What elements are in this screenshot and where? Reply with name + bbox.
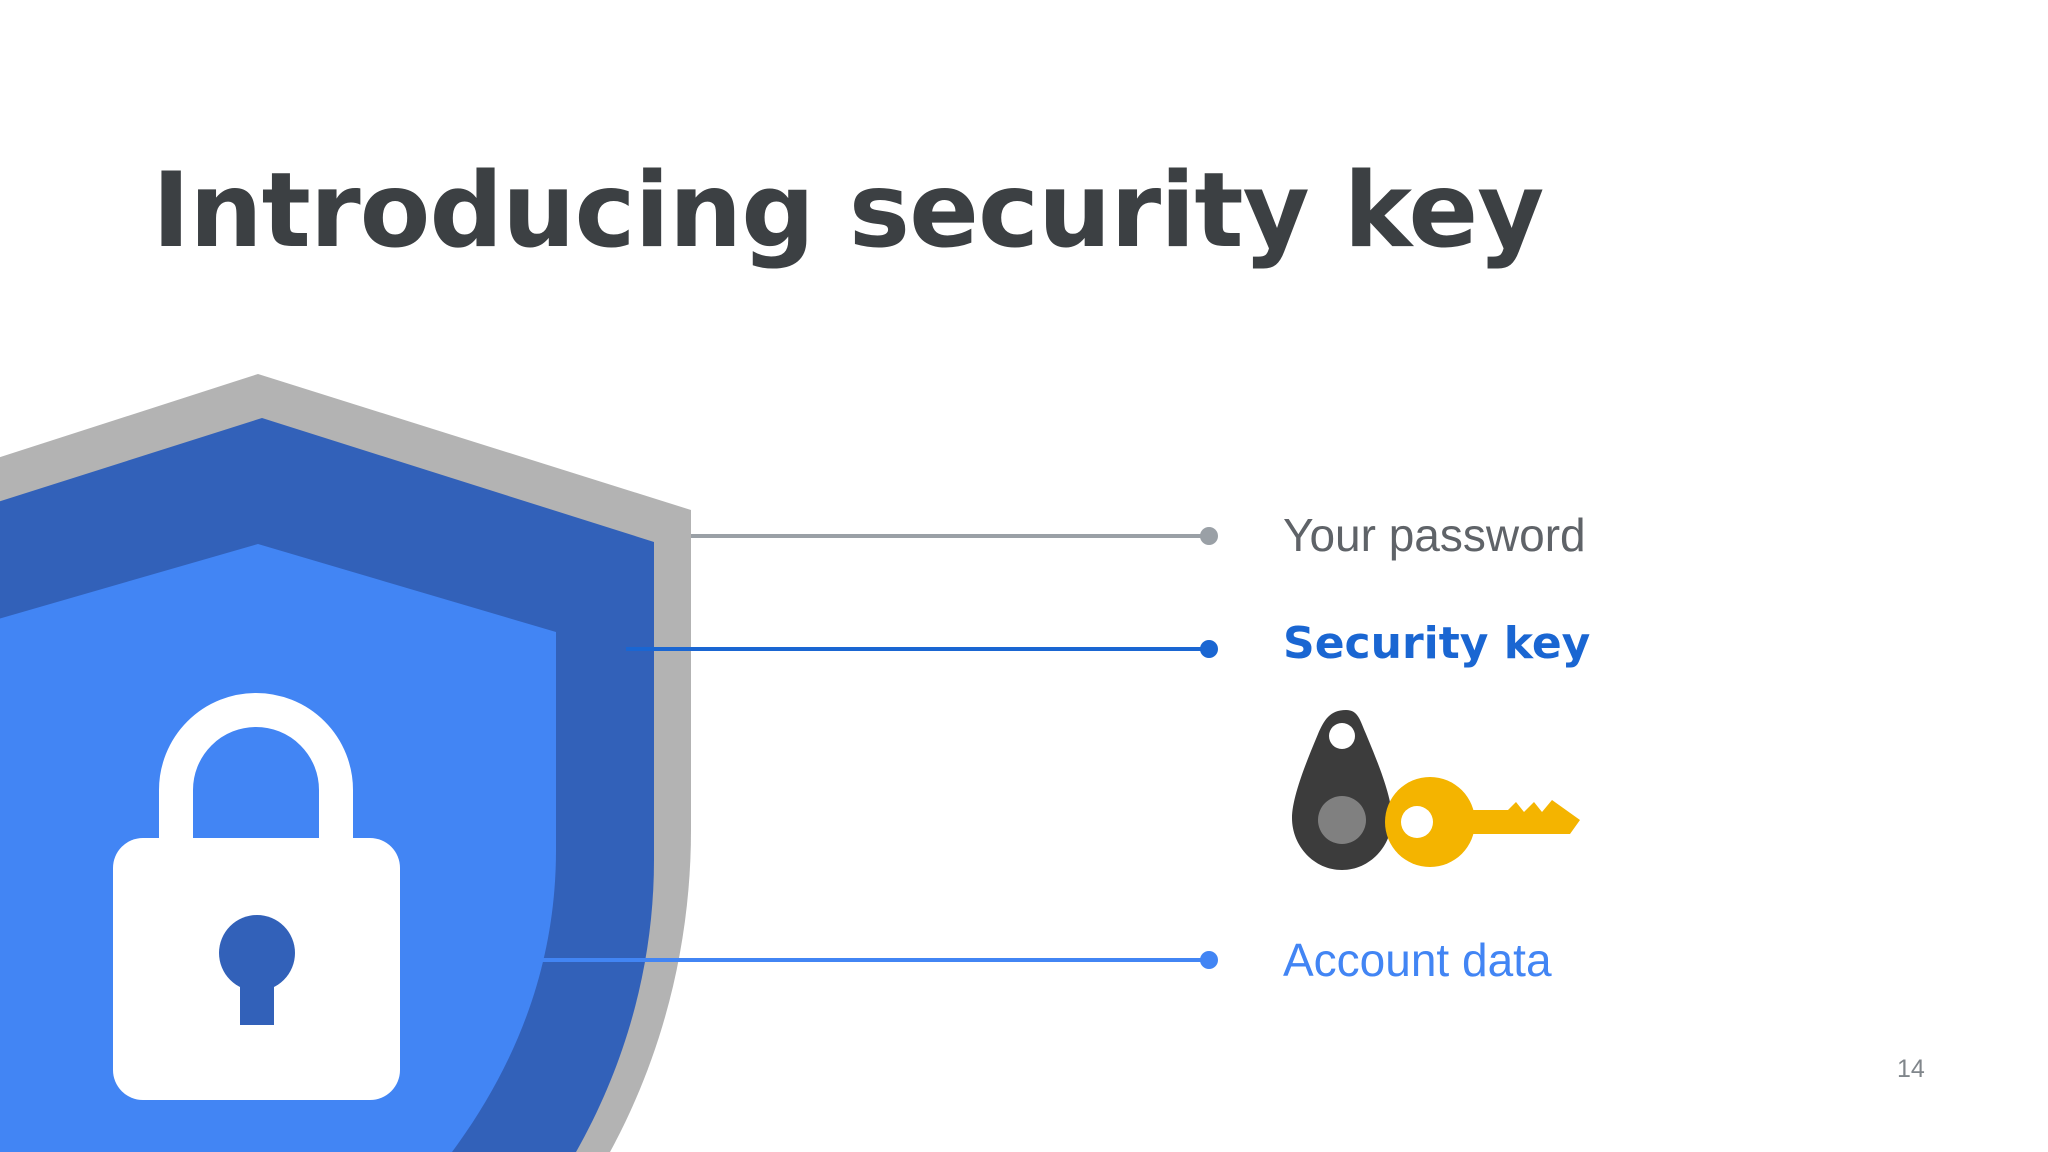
- security-key-illustration: [1292, 710, 1580, 870]
- yellow-key-icon: [1385, 777, 1580, 867]
- page-number: 14: [1897, 1055, 1925, 1083]
- slide-title: Introducing security key: [152, 151, 1544, 271]
- security-key-label: Security key: [1283, 618, 1591, 669]
- security-key-connector: [626, 640, 1218, 658]
- padlock-icon: [113, 693, 400, 1100]
- password-connector: [691, 527, 1218, 545]
- your-password-label: Your password: [1283, 509, 1586, 561]
- account-data-label: Account data: [1283, 934, 1552, 986]
- security-key-fob-icon: [1292, 710, 1392, 870]
- account-data-connector: [540, 951, 1218, 969]
